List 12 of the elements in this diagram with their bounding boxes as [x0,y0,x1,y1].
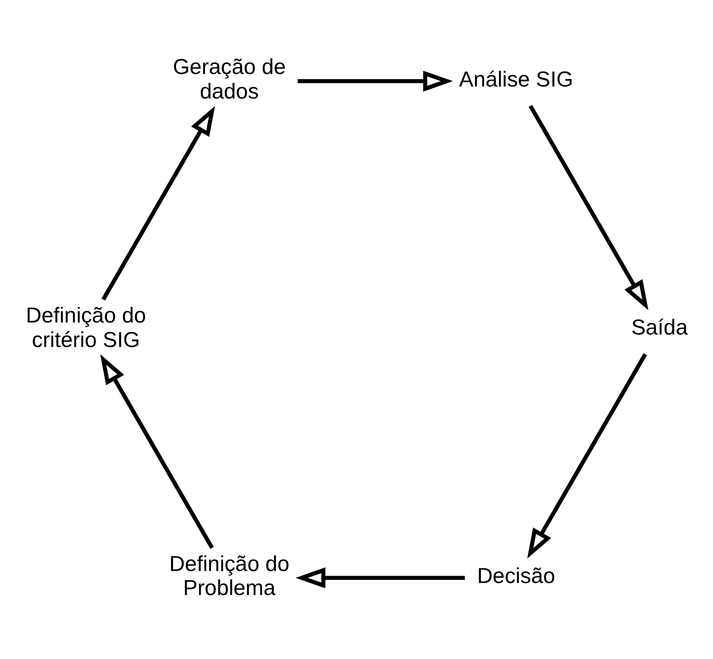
node-text: Geração de dados [172,54,286,104]
arrow [528,104,648,310]
node-text: Decisão [477,562,556,588]
node-text: Definição do Problema [169,550,290,600]
node-text: Definição do critério SIG [26,302,146,352]
arrow [298,70,453,92]
arrow [296,567,465,588]
node-text: Saída [631,314,688,340]
arrow [100,354,214,549]
node-text: Análise SIG [459,66,574,92]
arrow [101,106,216,301]
arrow [527,353,647,559]
